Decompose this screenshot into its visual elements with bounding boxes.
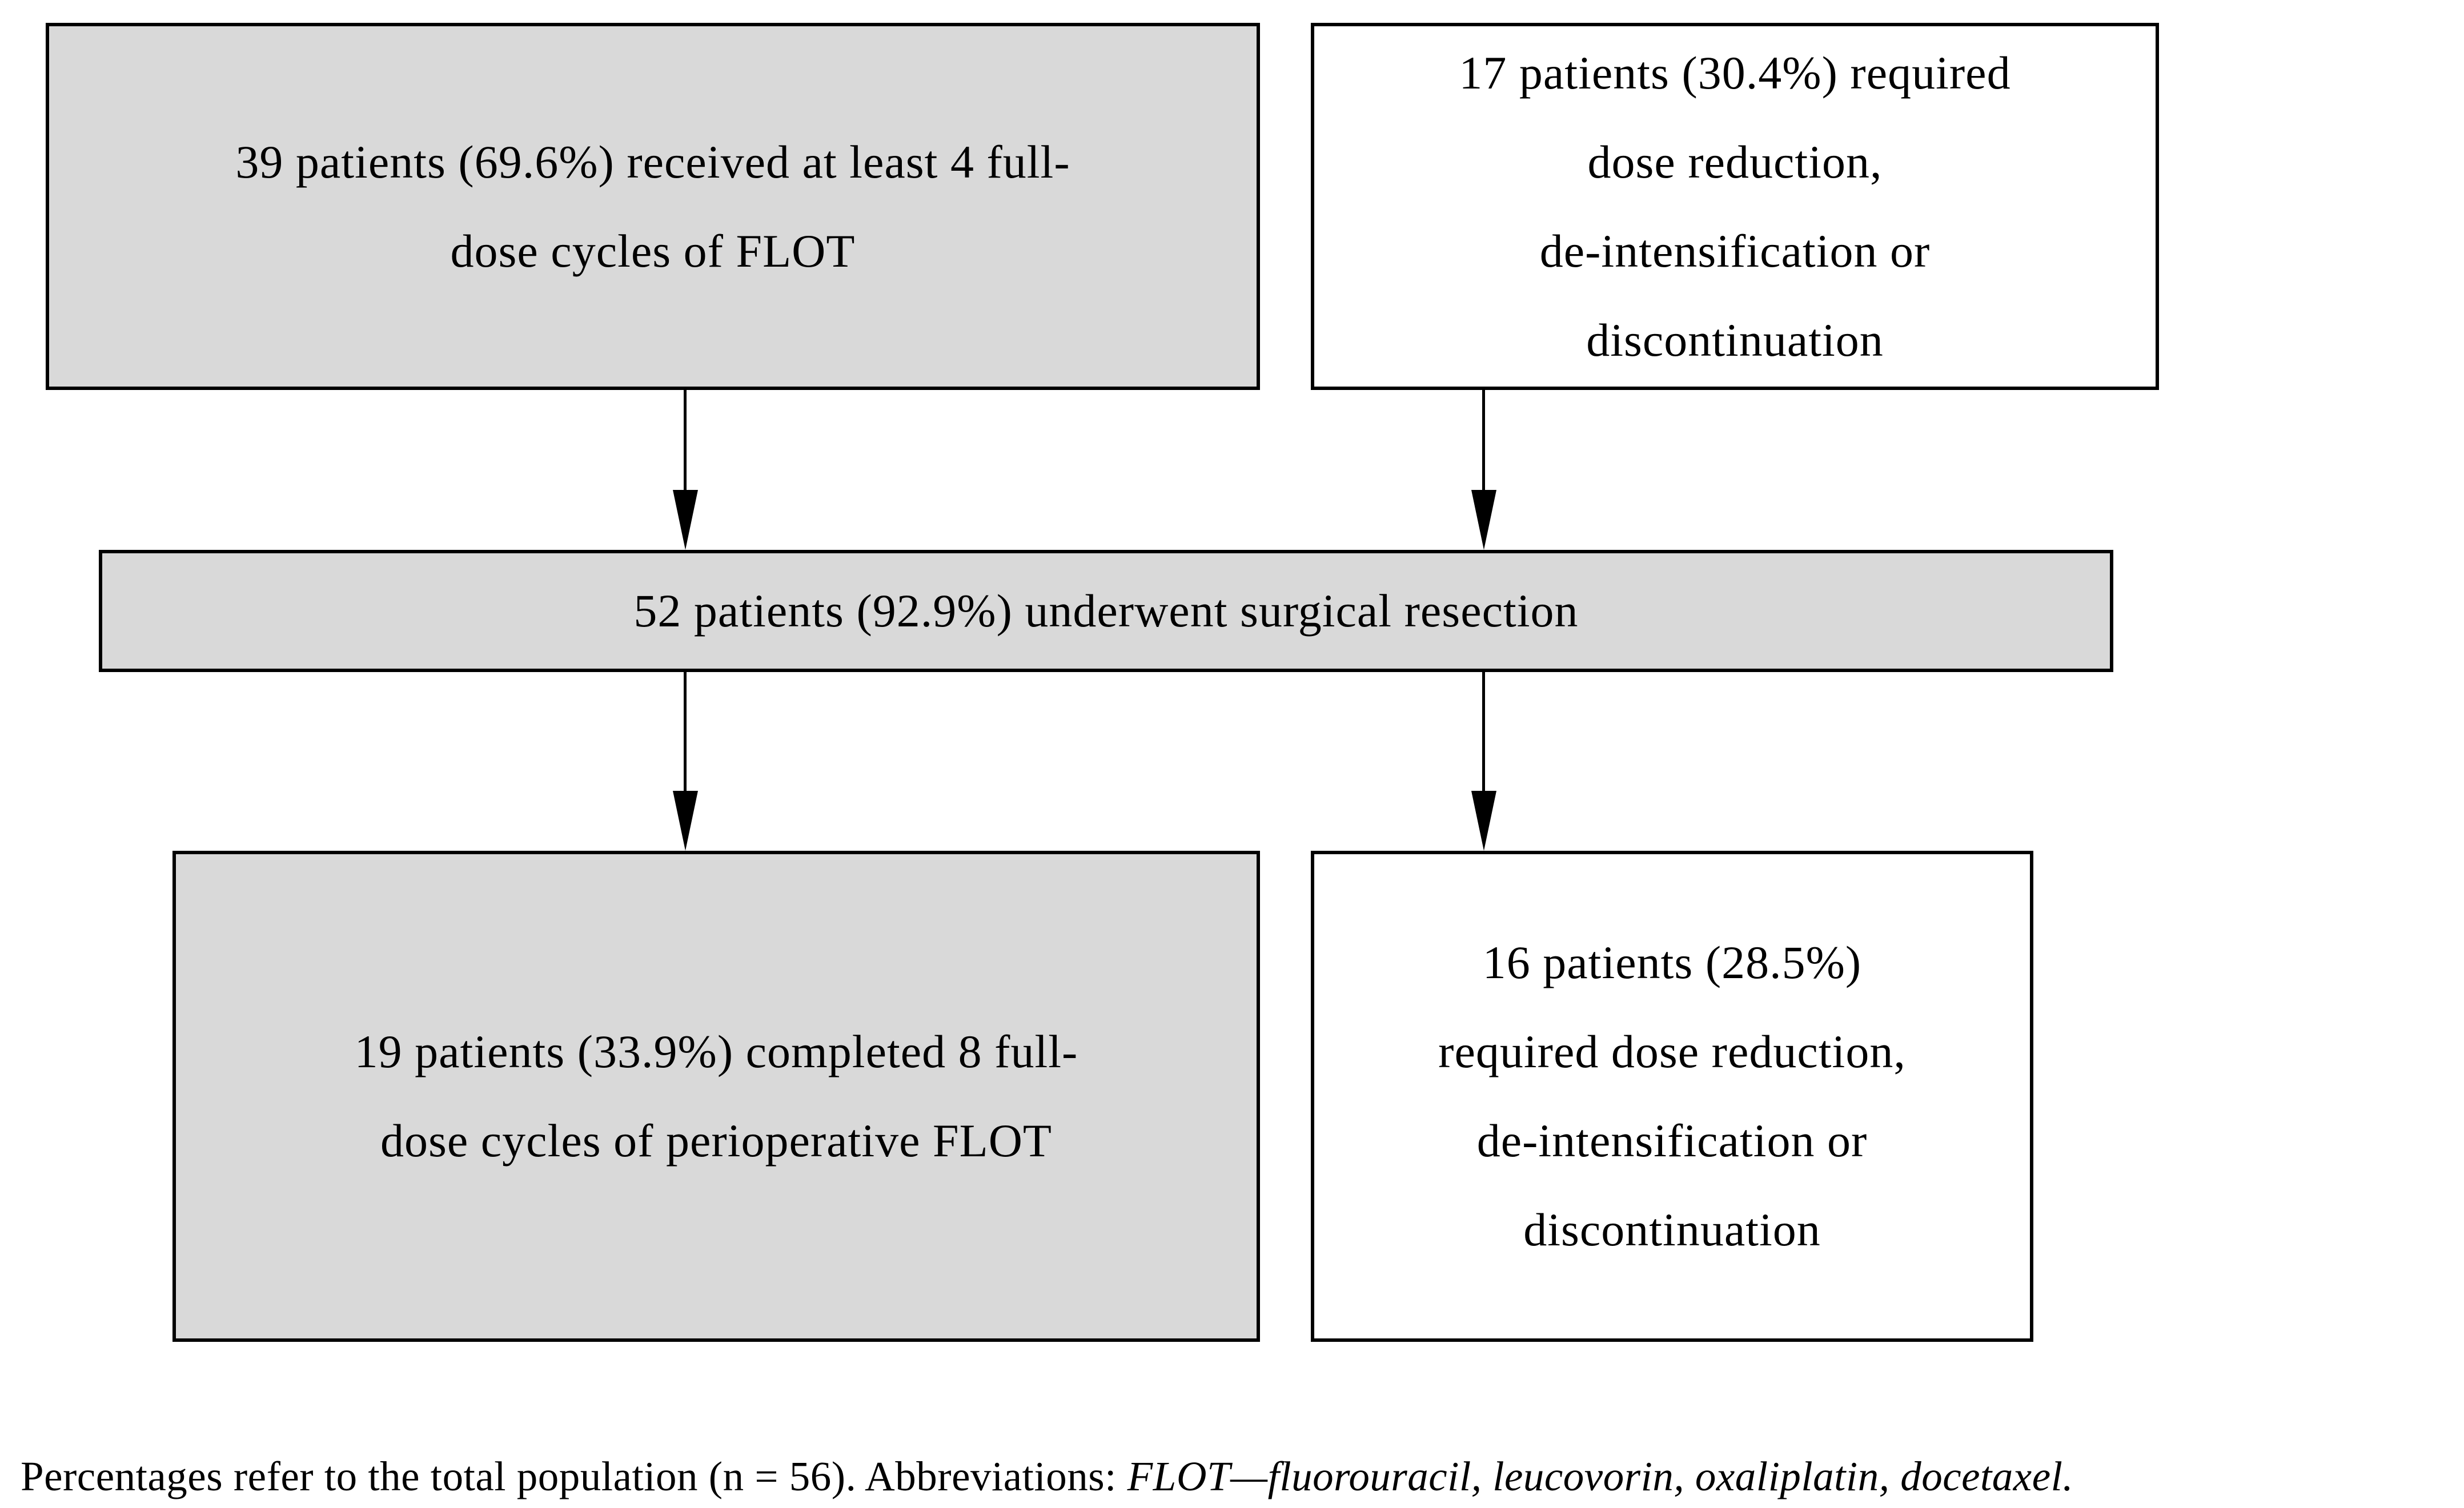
caption-normal-text: Percentages refer to the total populatio… [21,1453,1127,1499]
box-text-line: dose cycles of FLOT [450,224,856,277]
box-text-line: dose cycles of perioperative FLOT [380,1115,1053,1167]
box-text-line: 52 patients (92.9%) underwent surgical r… [633,585,1579,637]
box-text-line: dose reduction, [1587,135,1883,188]
box-dose-reduction-preop: 17 patients (30.4%) required dose reduct… [1311,23,2159,390]
arrow-down-shaft [1482,672,1485,801]
arrow-down-shaft [684,390,687,500]
arrow-down-head [1471,791,1496,851]
arrow-down-head [1471,490,1496,550]
box-text-line: 16 patients (28.5%) [1482,936,1862,988]
caption-italic-text: FLOT—fluorouracil, leucovorin, oxaliplat… [1127,1453,2074,1499]
box-text-line: 19 patients (33.9%) completed 8 full- [354,1026,1078,1077]
patient-flow-diagram: 39 patients (69.6%) received at least 4 … [21,23,2159,1499]
arrow-down-head [673,791,698,851]
box-text-line: 17 patients (30.4%) required [1459,46,2011,99]
box-surgical-resection: 52 patients (92.9%) underwent surgical r… [99,550,2113,672]
arrow-down-shaft [684,672,687,801]
box-flot4-cycles: 39 patients (69.6%) received at least 4 … [46,23,1260,390]
arrow-down-shaft [1482,390,1485,500]
box-text-line: de-intensification or [1476,1115,1868,1167]
box-text-line: required dose reduction, [1438,1026,1906,1077]
box-flot8-cycles: 19 patients (33.9%) completed 8 full- do… [172,851,1260,1342]
box-text-line: discontinuation [1586,313,1884,366]
box-dose-reduction-postop: 16 patients (28.5%) required dose reduct… [1311,851,2033,1342]
box-text-line: discontinuation [1523,1204,1821,1256]
box-text-line: de-intensification or [1539,224,1931,277]
figure-caption: Percentages refer to the total populatio… [21,1445,2454,1508]
box-text-line: 39 patients (69.6%) received at least 4 … [235,135,1070,188]
arrow-down-head [673,490,698,550]
